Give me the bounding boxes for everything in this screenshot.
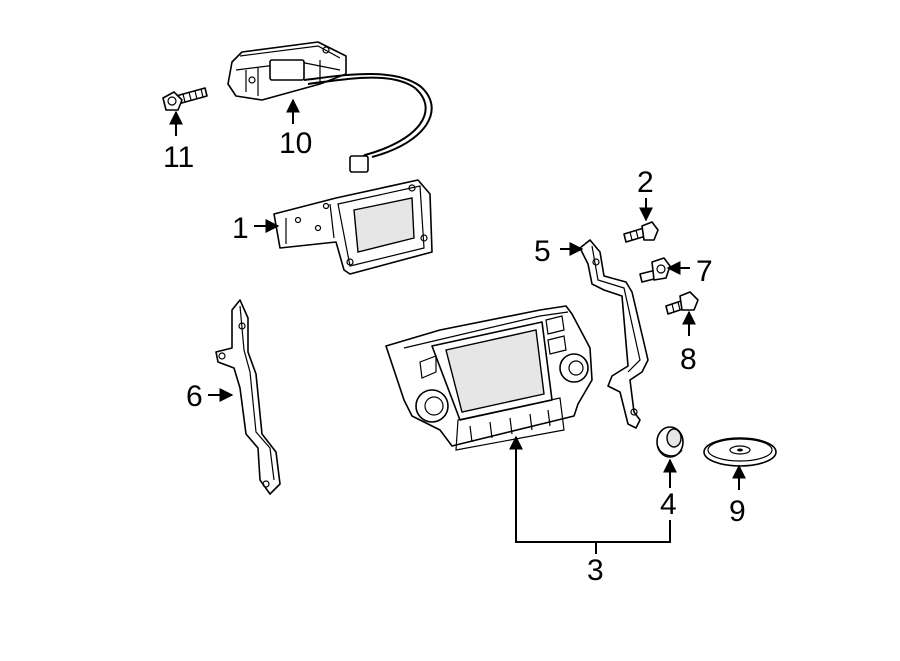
- callout-11: 11: [163, 141, 194, 174]
- callout-7: 7: [696, 255, 713, 288]
- disc-icon: [703, 437, 777, 467]
- callout-4: 4: [660, 488, 677, 521]
- callout-labels: 1 2 3 4 5 6 7 8 9 10 11: [163, 127, 746, 587]
- right-bracket-icon: [579, 239, 649, 429]
- callout-8: 8: [680, 343, 697, 376]
- display-bracket-icon: [273, 179, 433, 275]
- leader-lines: [169, 98, 746, 554]
- callout-6: 6: [186, 380, 203, 413]
- antenna-module-icon: [227, 41, 433, 173]
- navigation-radio-unit-icon: [385, 305, 593, 451]
- callout-9: 9: [729, 495, 746, 528]
- callout-2: 2: [637, 166, 654, 199]
- callout-3: 3: [587, 554, 604, 587]
- callout-1: 1: [232, 212, 249, 245]
- callout-10: 10: [279, 127, 312, 160]
- callout-5: 5: [534, 235, 551, 268]
- bolt-icon: [162, 87, 208, 111]
- screw-icon: [639, 257, 671, 283]
- knob-icon: [656, 426, 684, 458]
- left-bracket-icon: [215, 299, 281, 495]
- screw-icon: [623, 221, 659, 243]
- screw-icon: [665, 291, 699, 315]
